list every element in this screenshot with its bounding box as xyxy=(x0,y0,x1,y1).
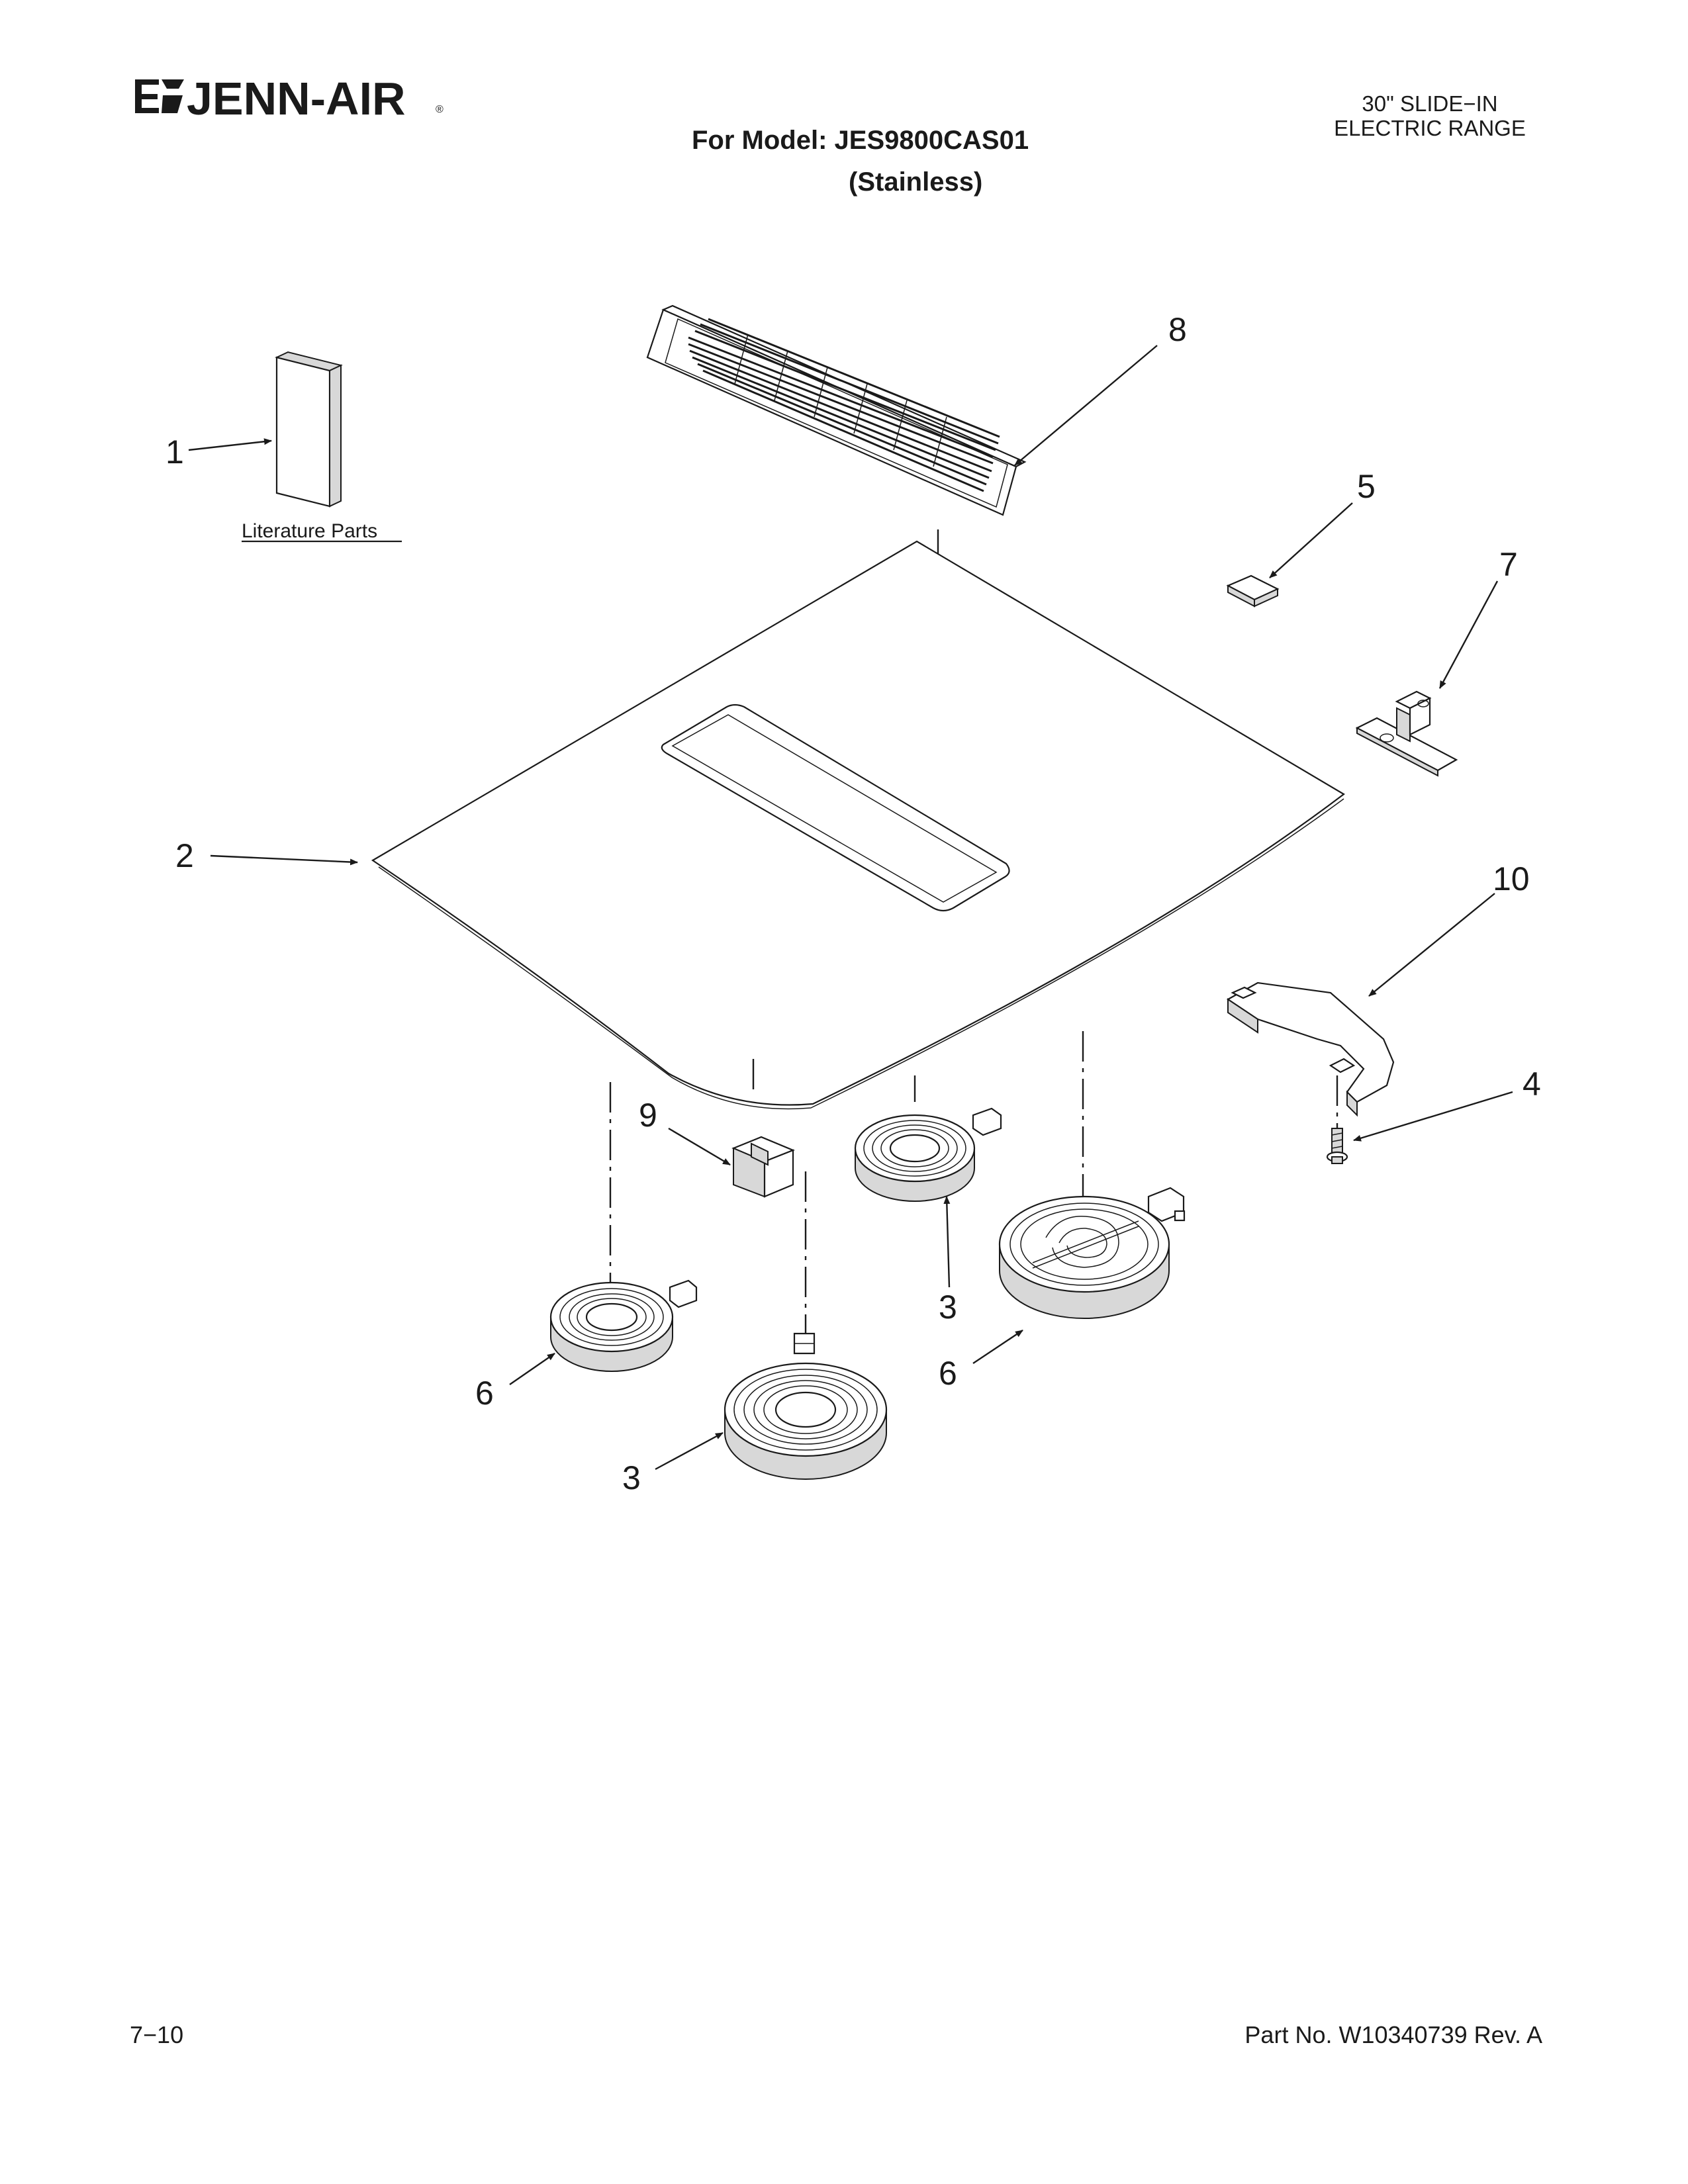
leader-6-left xyxy=(509,1353,555,1385)
leader-3-right xyxy=(943,1196,951,1288)
part-number: Part No. W10340739 Rev. A xyxy=(1244,2021,1542,2048)
radiant-element-right-dual xyxy=(998,1187,1186,1319)
product-type-line-1: 30" SLIDE−IN xyxy=(1362,91,1497,116)
callout-2: 2 xyxy=(175,837,194,874)
cooktop-spacer xyxy=(731,1136,795,1198)
leader-10 xyxy=(1368,893,1495,997)
radiant-element-right-small xyxy=(854,1107,1002,1202)
brand-name: JENN-AIR xyxy=(187,73,406,124)
finish-line: (Stainless) xyxy=(849,167,982,197)
callout-5: 5 xyxy=(1357,468,1376,505)
grille-slats xyxy=(688,318,1000,492)
callout-4: 4 xyxy=(1523,1066,1541,1103)
logo-mark-icon xyxy=(135,79,159,113)
mounting-screw xyxy=(1326,1128,1348,1164)
leader-4 xyxy=(1353,1091,1513,1142)
wire-cover-bracket xyxy=(1226,981,1395,1117)
radiant-element-left-large xyxy=(724,1332,888,1480)
callout-6-left: 6 xyxy=(475,1375,494,1412)
callout-9: 9 xyxy=(639,1097,657,1134)
product-type-line-2: ELECTRIC RANGE xyxy=(1334,116,1526,140)
leader-6-right xyxy=(972,1330,1023,1364)
leader-2 xyxy=(210,854,358,866)
leader-1 xyxy=(188,438,272,451)
callout-3-right: 3 xyxy=(939,1289,957,1326)
callout-1: 1 xyxy=(165,433,184,471)
registered-mark-icon: ® xyxy=(436,104,444,115)
page-number: 7−10 xyxy=(130,2021,183,2048)
callout-10: 10 xyxy=(1493,860,1530,897)
callout-7: 7 xyxy=(1499,546,1518,583)
mounting-bracket xyxy=(1355,690,1458,777)
literature-parts-booklet xyxy=(275,351,343,508)
leader-5 xyxy=(1269,502,1353,578)
callout-8: 8 xyxy=(1168,311,1187,348)
literature-parts-label: Literature Parts xyxy=(242,520,377,542)
callout-6-right: 6 xyxy=(939,1355,957,1392)
logo-swoosh-icon xyxy=(162,79,184,113)
leader-9 xyxy=(668,1127,731,1166)
leader-7 xyxy=(1438,580,1499,689)
callout-3-left: 3 xyxy=(622,1459,641,1496)
glass-cooktop xyxy=(371,540,1345,1110)
leader-3-left xyxy=(655,1432,724,1471)
insulation-pad xyxy=(1226,574,1280,608)
jenn-air-logo: JENN-AIR ® xyxy=(135,73,444,124)
downdraft-vent-grille xyxy=(646,304,1027,516)
radiant-element-left-small xyxy=(549,1279,698,1372)
model-line: For Model: JES9800CAS01 xyxy=(692,126,1029,155)
leader-8 xyxy=(1014,345,1158,466)
grille-cross-ribs xyxy=(734,334,947,467)
